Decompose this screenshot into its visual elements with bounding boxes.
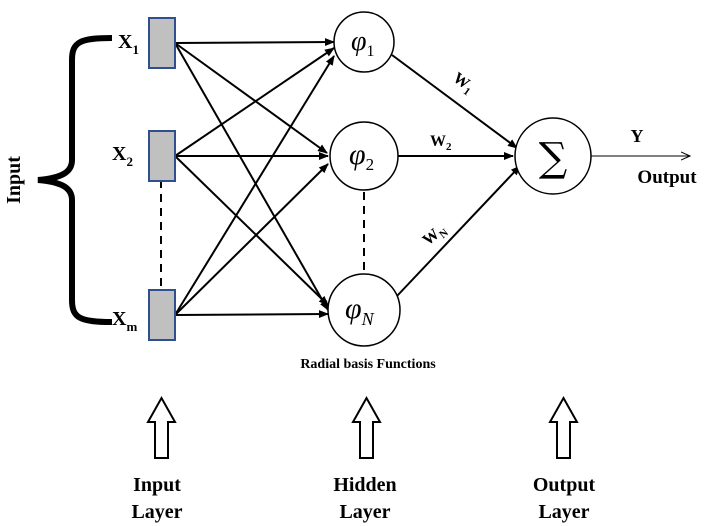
edge-xm-phi2 bbox=[174, 163, 329, 316]
edge-x1-phi1 bbox=[174, 38, 335, 47]
input-node-2 bbox=[148, 130, 176, 182]
input-label-2: X2 bbox=[112, 143, 133, 169]
hidden-node-2: φ2 bbox=[329, 121, 399, 191]
output-label: Output bbox=[637, 167, 697, 188]
input-hidden-connections bbox=[174, 38, 335, 319]
edge-phin-sum bbox=[396, 165, 521, 297]
input-side-label: Input bbox=[3, 156, 25, 204]
layer-label-input: Input Layer bbox=[131, 474, 182, 523]
input-brace bbox=[37, 35, 113, 325]
svg-text:Hidden: Hidden bbox=[333, 474, 396, 496]
svg-text:W1: W1 bbox=[448, 69, 477, 98]
svg-text:Output: Output bbox=[533, 474, 596, 496]
hidden-caption: Radial basis Functions bbox=[300, 357, 436, 372]
hidden-node-1: φ1 bbox=[333, 11, 395, 73]
input-node-1 bbox=[148, 17, 176, 69]
svg-text:Layer: Layer bbox=[339, 501, 390, 523]
weight-label-1: W1 bbox=[448, 69, 477, 98]
input-label-1: X1 bbox=[118, 31, 139, 57]
hidden-node-n: φN bbox=[327, 273, 401, 347]
edge-x2-phin bbox=[174, 155, 329, 306]
output-symbol: Y bbox=[631, 126, 644, 146]
svg-text:Layer: Layer bbox=[131, 501, 182, 523]
edge-phi1-sum bbox=[391, 54, 518, 149]
svg-text:Xm: Xm bbox=[112, 308, 137, 334]
svg-text:Layer: Layer bbox=[538, 501, 589, 523]
edge-xm-phin bbox=[174, 310, 329, 319]
layer-label-output: Output Layer bbox=[533, 474, 596, 523]
layer-label-hidden: Hidden Layer bbox=[333, 474, 396, 523]
summation-node: ∑ bbox=[514, 117, 592, 195]
svg-text:X2: X2 bbox=[112, 143, 133, 169]
svg-text:X1: X1 bbox=[118, 31, 139, 57]
hidden-output-connections bbox=[391, 54, 521, 297]
weight-label-2: W2 bbox=[430, 133, 452, 153]
layer-arrow-output bbox=[548, 395, 579, 459]
edge-x1-phi2 bbox=[174, 42, 328, 154]
layer-arrow-input bbox=[146, 395, 177, 459]
edge-xm-phi1 bbox=[174, 55, 335, 316]
layer-arrow-hidden bbox=[351, 395, 382, 459]
weight-label-n: WN bbox=[420, 221, 451, 252]
svg-text:φ1: φ1 bbox=[351, 26, 375, 60]
svg-text:W2: W2 bbox=[430, 133, 452, 153]
svg-text:φ2: φ2 bbox=[349, 138, 374, 174]
svg-text:φN: φN bbox=[345, 292, 375, 329]
edge-x2-phi1 bbox=[174, 47, 335, 157]
sigma-symbol: ∑ bbox=[539, 135, 568, 181]
input-label-m: Xm bbox=[112, 308, 137, 334]
input-node-m bbox=[148, 289, 176, 341]
svg-text:WN: WN bbox=[420, 221, 451, 252]
svg-text:Input: Input bbox=[133, 474, 181, 496]
edge-x1-phin bbox=[174, 42, 329, 311]
